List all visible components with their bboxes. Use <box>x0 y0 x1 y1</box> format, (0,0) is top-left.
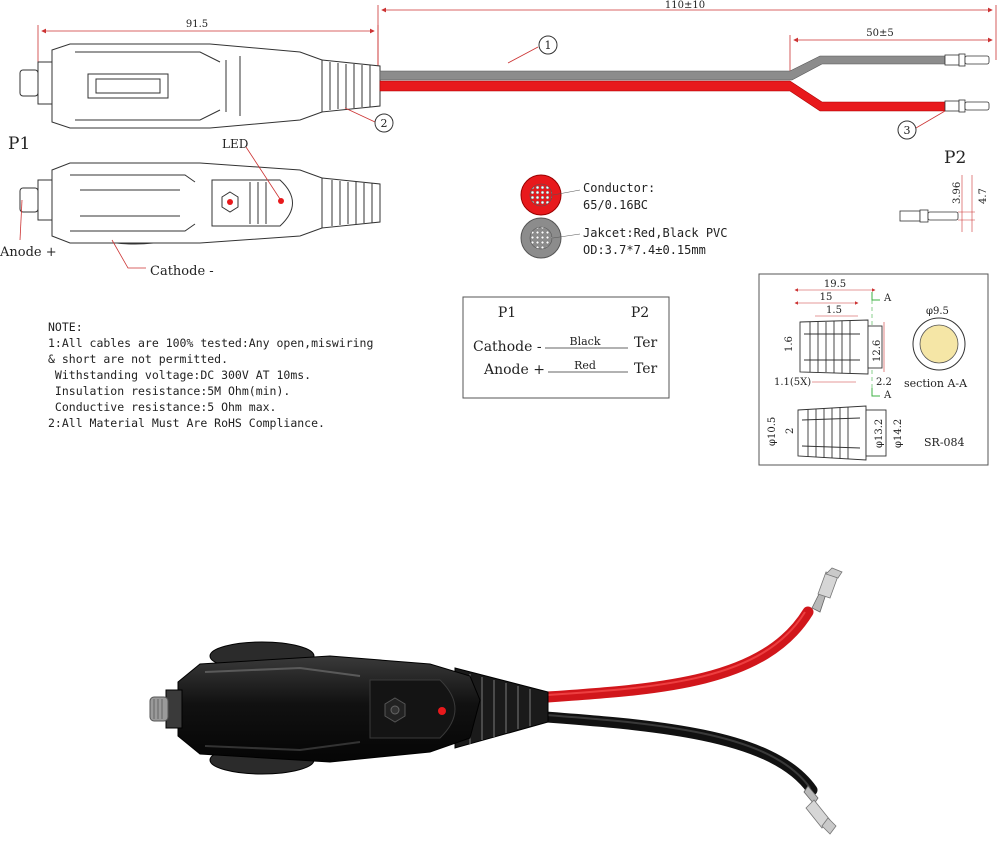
terminal-bottom <box>944 99 990 113</box>
svg-text:3: 3 <box>904 124 911 137</box>
wiring-col-p2: P2 <box>631 305 649 321</box>
wiring-col-p1: P1 <box>498 305 516 321</box>
boot-dim-19-5: 19.5 <box>824 279 846 290</box>
red-wire <box>379 80 946 112</box>
part-number: SR-084 <box>924 436 965 449</box>
boot-dim-14-2: φ14.2 <box>893 419 904 448</box>
boot-dim-13-2: φ13.2 <box>874 419 885 448</box>
note-line: 1:All cables are 100% tested:Any open,mi… <box>48 336 373 350</box>
cathode-label: Cathode - <box>150 264 214 279</box>
svg-text:2: 2 <box>381 117 388 130</box>
strain-relief-boot <box>321 59 381 113</box>
wiring-row-p1: Cathode - <box>473 339 542 355</box>
plug-top-view <box>19 162 381 245</box>
photo-red-wire <box>499 606 814 706</box>
led-label: LED <box>222 137 248 151</box>
cable-cross-section <box>520 174 581 259</box>
terminal-width-2: 4.7 <box>978 188 989 204</box>
note-line: & short are not permitted. <box>48 352 228 366</box>
callout-1: 1 <box>507 35 558 64</box>
wiring-row: Anode + Red Ter <box>483 359 658 378</box>
callout-3: 3 <box>897 110 946 140</box>
led-dot <box>278 198 284 204</box>
svg-text:1: 1 <box>545 39 552 52</box>
section-mark-top: A <box>883 293 892 304</box>
strain-relief-boot-2 <box>321 177 381 229</box>
boot-side-view <box>799 319 883 375</box>
wiring-row-wire: Black <box>570 335 601 348</box>
led-leader: LED <box>222 137 281 200</box>
cable-assembly <box>379 53 990 113</box>
section-label: section A-A <box>904 377 968 390</box>
section-mark-bottom: A <box>883 390 892 401</box>
boot-dim-15: 15 <box>820 292 833 303</box>
boot-dim-10-5: φ10.5 <box>767 417 778 446</box>
photo-plug-tip <box>149 696 169 722</box>
terminal-detail: 3.96 4.7 <box>899 175 989 232</box>
p2-label: P2 <box>944 148 966 168</box>
photo-terminal-bottom <box>803 785 837 835</box>
terminal-top <box>944 53 990 67</box>
note-line: Conductive resistance:5 Ohm max. <box>48 400 276 414</box>
photo-led-dot <box>438 707 446 715</box>
boot-dim-12-6: 12.6 <box>872 340 883 362</box>
section-diameter: φ9.5 <box>926 306 949 317</box>
product-photo <box>149 567 843 835</box>
plug-side-view <box>19 43 381 129</box>
anode-label: Anode + <box>0 245 57 260</box>
wiring-table: P1 P2 Cathode - Black Ter Anode + Red Te… <box>462 296 670 399</box>
anode-leader: Anode + <box>0 199 57 260</box>
od-spec: OD:3.7*7.4±0.15mm <box>583 243 706 257</box>
photo-terminal-top <box>811 567 843 613</box>
split-length-label: 50±5 <box>866 28 893 39</box>
note-line: 2:All Material Must Are RoHS Compliance. <box>48 416 325 430</box>
terminal-width-1: 3.96 <box>952 182 963 204</box>
wiring-row-p1: Anode + <box>483 362 545 378</box>
boot-front-view <box>797 405 887 461</box>
photo-led-panel <box>369 679 456 739</box>
boot-dim-1-1: 1.1(5X) <box>774 377 811 388</box>
conductor-value: 65/0.16BC <box>583 198 648 212</box>
boot-dim-2-2: 2.2 <box>876 377 892 388</box>
split-length-dimension: 50±5 <box>789 28 993 72</box>
plug-tip <box>19 69 39 97</box>
boot-dim-1-5: 1.5 <box>826 305 842 316</box>
wiring-row: Cathode - Black Ter <box>473 335 658 355</box>
conductor-label: Conductor: <box>583 181 655 195</box>
p1-label: P1 <box>8 134 30 154</box>
note-line: Withstanding voltage:DC 300V AT 10ms. <box>48 368 311 382</box>
wiring-row-wire: Red <box>574 359 596 372</box>
wiring-row-p2: Ter <box>634 361 658 377</box>
jacket-spec: Jakcet:Red,Black PVC <box>583 226 728 240</box>
plug-length-label: 91.5 <box>186 19 208 30</box>
grey-wire <box>379 55 946 81</box>
cathode-leader: Cathode - <box>111 239 214 279</box>
notes-heading: NOTE: <box>48 320 83 334</box>
boot-dim-1-6: 1.6 <box>784 336 795 352</box>
overall-length-label: 110±10 <box>665 0 705 11</box>
note-line: Insulation resistance:5M Ohm(min). <box>48 384 290 398</box>
wiring-row-p2: Ter <box>634 335 658 351</box>
boot-dim-2: 2 <box>785 428 796 434</box>
notes-block: NOTE: 1:All cables are 100% tested:Any o… <box>48 320 373 430</box>
callout-2: 2 <box>344 107 394 133</box>
led-panel <box>211 179 293 227</box>
boot-drawing-panel: 19.5 15 1.5 A A 1.6 12.6 1.1(5X) 2.2 <box>758 273 989 466</box>
plug-body <box>51 43 323 129</box>
